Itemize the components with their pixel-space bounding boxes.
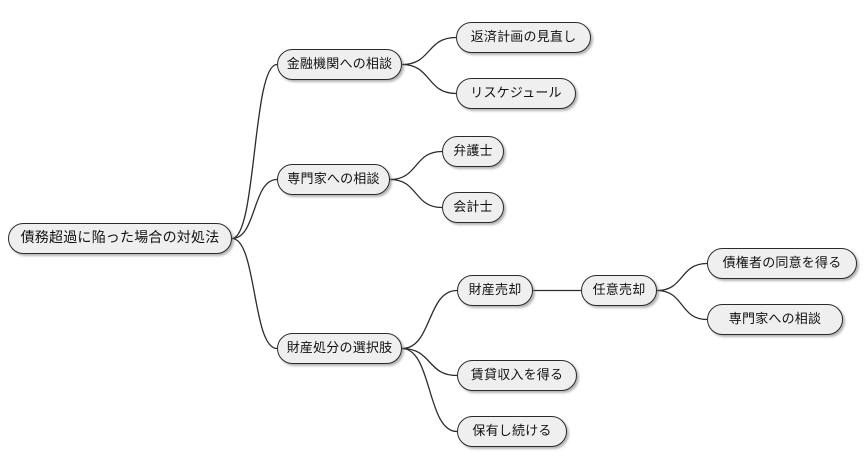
node-label: 金融機関への相談 [286, 56, 393, 72]
node-n3a1b[interactable]: 専門家への相談 [707, 304, 843, 335]
node-label: 保有し続ける [472, 423, 552, 439]
node-label: 任意売却 [592, 282, 646, 298]
node-n3a1[interactable]: 任意売却 [581, 275, 657, 306]
edge-n3-to-n3a [401, 289, 458, 350]
node-n1[interactable]: 金融機関への相談 [277, 49, 402, 80]
edge-root-to-n3 [231, 237, 278, 350]
edge-n2-to-n2b [389, 178, 443, 209]
edge-n3a1-to-n3a1b [656, 289, 708, 321]
edge-n3a1-to-n3a1a [656, 262, 708, 292]
node-label: 専門家への相談 [287, 171, 380, 187]
edge-n1-to-n1a [401, 36, 457, 66]
node-n2[interactable]: 専門家への相談 [277, 164, 390, 195]
node-n3c[interactable]: 保有し続ける [457, 416, 567, 447]
node-n3a[interactable]: 財産売却 [457, 275, 533, 306]
node-label: 賃貸収入を得る [470, 367, 564, 383]
node-label: 返済計画の見直し [470, 29, 577, 45]
node-label: 債権者の同意を得る [722, 255, 842, 271]
edge-n2-to-n2a [389, 150, 443, 181]
node-n2b[interactable]: 会計士 [442, 192, 504, 223]
node-label: 専門家への相談 [728, 311, 822, 327]
node-n2a[interactable]: 弁護士 [442, 136, 504, 167]
node-label: 弁護士 [453, 143, 493, 159]
root-node[interactable]: 債務超過に陥った場合の対処法 [8, 223, 232, 254]
node-label: 債務超過に陥った場合の対処法 [20, 230, 220, 246]
node-n3a1a[interactable]: 債権者の同意を得る [707, 248, 857, 279]
edge-n3-to-n3b [401, 347, 458, 377]
edge-root-to-n2 [231, 178, 278, 240]
node-label: 会計士 [453, 199, 493, 215]
edge-n3-to-n3c [401, 347, 458, 433]
edge-n1-to-n1b [401, 63, 457, 95]
node-n1b[interactable]: リスケジュール [456, 78, 576, 109]
node-n3b[interactable]: 賃貸収入を得る [457, 360, 577, 391]
edge-root-to-n1 [231, 63, 278, 240]
node-label: 財産処分の選択肢 [286, 340, 393, 356]
node-label: リスケジュール [470, 85, 562, 101]
node-label: 財産売却 [468, 282, 522, 298]
node-n3[interactable]: 財産処分の選択肢 [277, 333, 402, 364]
node-n1a[interactable]: 返済計画の見直し [456, 22, 591, 53]
